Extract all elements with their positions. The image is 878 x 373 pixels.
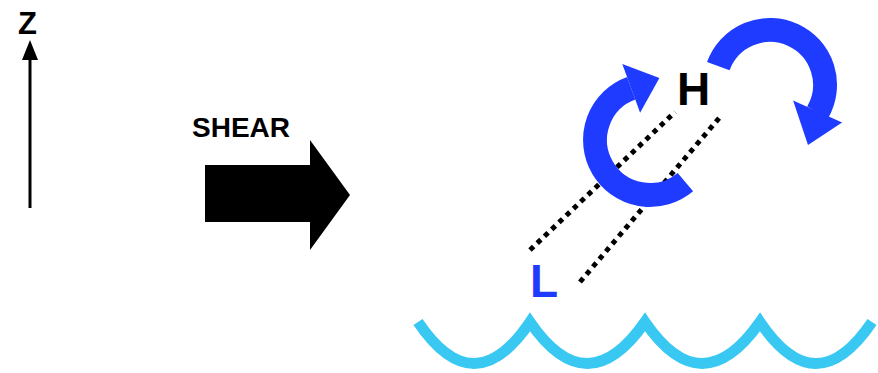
axis-label: Z bbox=[18, 8, 37, 39]
circulation-arrowhead bbox=[622, 64, 659, 113]
axis-arrowhead bbox=[22, 40, 38, 60]
low-label: L bbox=[530, 258, 558, 304]
shear-arrow bbox=[205, 140, 350, 250]
ocean-waves bbox=[418, 322, 872, 364]
circulation-arrow bbox=[718, 30, 825, 113]
axis-line bbox=[29, 56, 32, 208]
circulation-arrowhead bbox=[793, 101, 842, 146]
shear-label: SHEAR bbox=[192, 114, 290, 142]
high-label: H bbox=[677, 66, 710, 112]
